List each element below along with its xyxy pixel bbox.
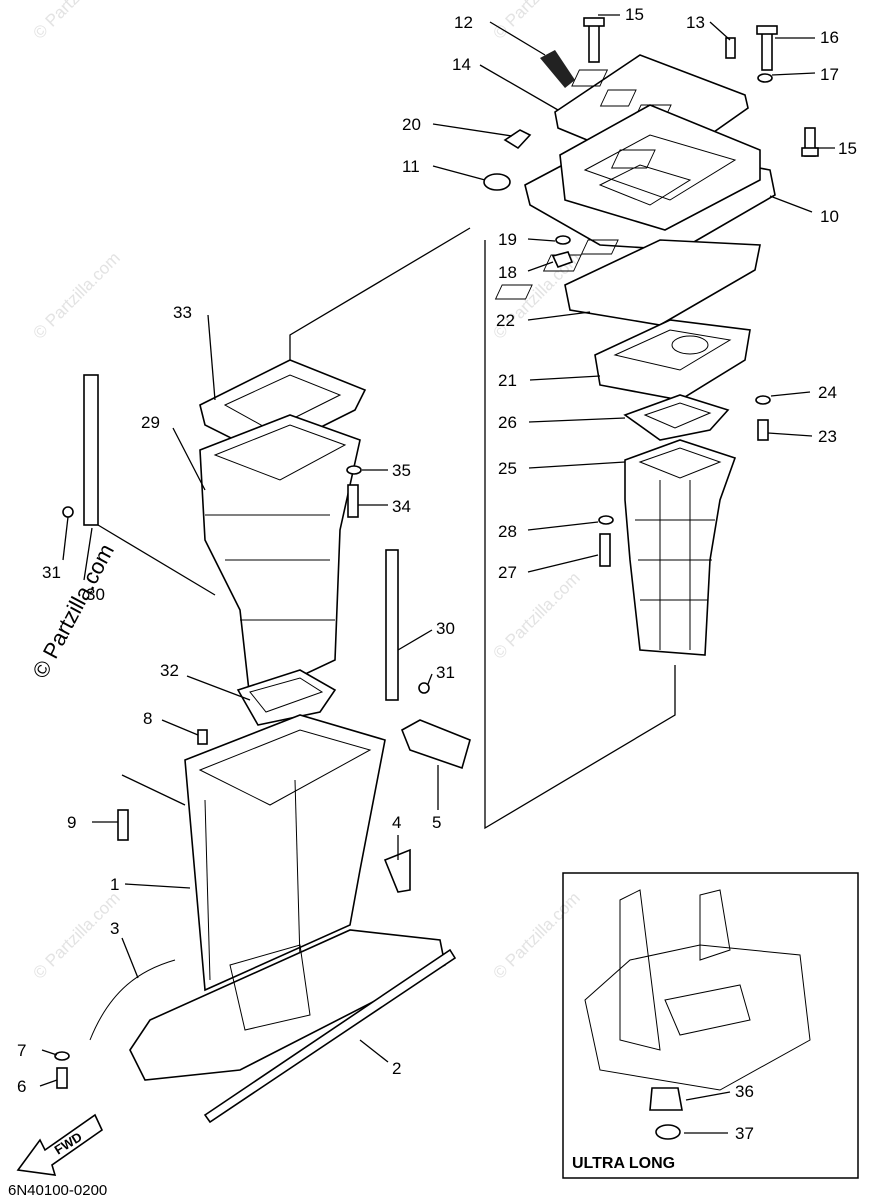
part-bolt-6 <box>56 1067 68 1089</box>
callout-28: 28 <box>498 522 517 541</box>
part-bolt-16 <box>761 29 773 71</box>
callout-14: 14 <box>452 55 471 74</box>
part-washer-17 <box>757 73 773 83</box>
callout-29: 29 <box>141 413 160 432</box>
part-bolt-15a <box>588 21 600 63</box>
part-hose-12 <box>540 50 575 88</box>
inset-title: ULTRA LONG <box>572 1155 675 1172</box>
part-oil-pan-29 <box>199 414 361 702</box>
part-exhaust-guide-10 <box>524 104 776 251</box>
fwd-arrow-icon: FWD <box>16 1113 104 1176</box>
callout-37: 37 <box>735 1124 754 1143</box>
part-bolt-34 <box>347 484 359 518</box>
part-seal-30a <box>83 374 99 526</box>
part-washer-28 <box>598 515 614 525</box>
part-oring-37 <box>655 1124 681 1140</box>
callout-25: 25 <box>498 459 517 478</box>
part-small-hardware <box>483 17 819 567</box>
inset-frame <box>562 872 859 1179</box>
callout-32: 32 <box>160 661 179 680</box>
callout-22: 22 <box>496 311 515 330</box>
part-exhaust-manifold-21 <box>594 319 751 401</box>
callout-30: 30 <box>436 619 455 638</box>
part-small-hardware-left <box>54 465 471 1089</box>
callout-9: 9 <box>67 813 76 832</box>
part-gasket-26 <box>623 394 730 441</box>
watermark: © Partzilla.com <box>29 248 123 342</box>
part-bolt-9 <box>117 809 129 841</box>
callout-30: 30 <box>86 585 105 604</box>
part-gasket-32 <box>236 669 337 726</box>
callout-4: 4 <box>392 813 401 832</box>
watermark: © Partzilla.com <box>489 568 583 662</box>
part-gasket-3 <box>89 959 176 1041</box>
callout-13: 13 <box>686 13 705 32</box>
part-fitting-20 <box>503 129 532 150</box>
part-upper-casing-1 <box>184 714 386 992</box>
callout-1: 1 <box>110 875 119 894</box>
callout-26: 26 <box>498 413 517 432</box>
part-cover-2 <box>129 929 457 1124</box>
callout-23: 23 <box>818 427 837 446</box>
callout-5: 5 <box>432 813 441 832</box>
part-washer-24 <box>755 395 771 405</box>
part-muffler-25 <box>624 439 737 656</box>
callout-leaders <box>39 14 835 1134</box>
callout-11: 11 <box>402 157 420 176</box>
callout-21: 21 <box>498 371 517 390</box>
part-nut-18 <box>551 251 574 269</box>
part-pin-8 <box>197 729 208 745</box>
callout-31: 31 <box>42 563 61 582</box>
part-washer-35 <box>346 465 362 475</box>
callout-17: 17 <box>820 65 839 84</box>
callout-35: 35 <box>392 461 411 480</box>
part-plate-5 <box>400 719 471 770</box>
callout-27: 27 <box>498 563 517 582</box>
callout-15: 15 <box>625 5 644 24</box>
part-drain-36 <box>649 1087 683 1111</box>
callout-16: 16 <box>820 28 839 47</box>
inset-ultra-long: ULTRA LONG <box>562 872 859 1179</box>
watermark: © Partzilla.com <box>489 0 583 43</box>
callout-6: 6 <box>17 1077 26 1096</box>
part-gasket-33 <box>199 359 367 456</box>
callout-numbers: 12 15 13 16 14 17 20 15 11 10 19 18 22 2… <box>17 5 857 1143</box>
callout-7: 7 <box>17 1041 26 1060</box>
callout-18: 18 <box>498 263 517 282</box>
callout-12: 12 <box>454 13 473 32</box>
callout-10: 10 <box>820 207 839 226</box>
part-clip-31b <box>418 682 430 694</box>
callout-15: 15 <box>838 139 857 158</box>
part-rubber-seal-30 <box>62 374 430 701</box>
callout-20: 20 <box>402 115 421 134</box>
part-grommet-11 <box>483 173 511 191</box>
watermark: © Partzilla.com <box>489 888 583 982</box>
callout-33: 33 <box>173 303 192 322</box>
part-washer-7 <box>54 1051 70 1061</box>
watermark: © Partzilla.com <box>29 0 123 43</box>
callout-31: 31 <box>436 663 455 682</box>
part-washer-19 <box>555 235 571 245</box>
part-pin-13 <box>725 37 736 59</box>
diagram-code: 6N40100-0200 <box>8 1182 107 1199</box>
callout-3: 3 <box>110 919 119 938</box>
part-bolt-23 <box>757 419 769 441</box>
callout-36: 36 <box>735 1082 754 1101</box>
callout-24: 24 <box>818 383 837 402</box>
callout-8: 8 <box>143 709 152 728</box>
watermark-large: © Partzilla.com <box>27 540 119 683</box>
callout-2: 2 <box>392 1059 401 1078</box>
part-plug-4 <box>383 848 411 893</box>
part-clip-31a <box>62 506 74 518</box>
callout-34: 34 <box>392 497 411 516</box>
callout-19: 19 <box>498 230 517 249</box>
part-seal-30b <box>385 549 399 701</box>
part-bolt-27 <box>599 533 611 567</box>
